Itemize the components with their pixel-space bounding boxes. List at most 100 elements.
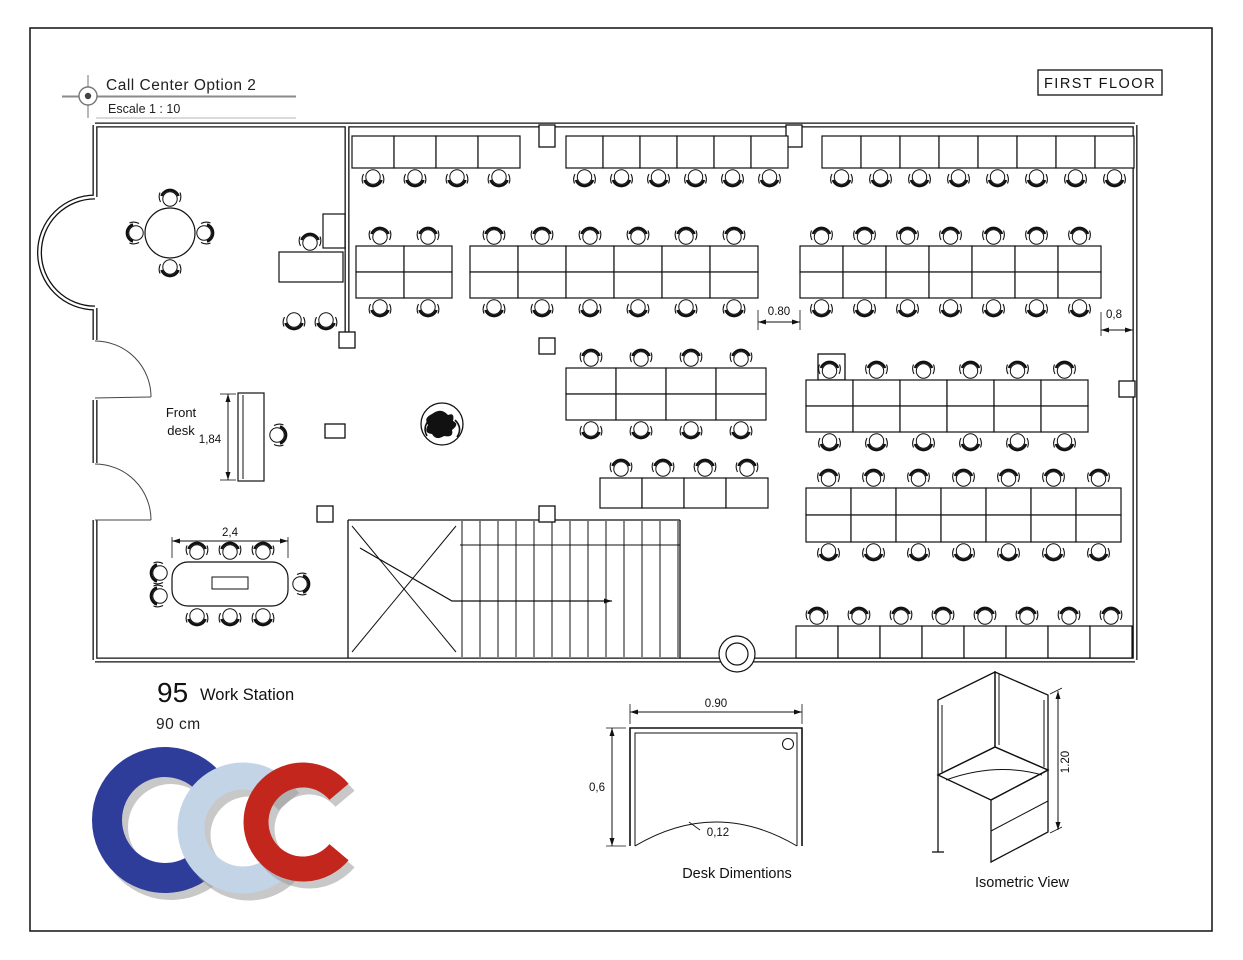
workstation-count-label: Work Station <box>200 686 294 704</box>
workstation-cluster <box>599 458 769 509</box>
right-gap-dim: 0,8 <box>1106 309 1122 321</box>
workstation-summary: 95 Work Station 90 cm <box>156 677 294 733</box>
workstation-cluster <box>795 606 1133 659</box>
cubicle-height-dim: 1.20 <box>1060 751 1072 773</box>
office-chair <box>817 543 840 562</box>
office-chair <box>445 169 469 188</box>
office-chair <box>1006 433 1029 452</box>
office-chair <box>487 169 511 188</box>
office-chair <box>973 606 997 625</box>
dimension-conference: 2,4 <box>171 527 289 558</box>
office-chair <box>368 226 392 245</box>
floor-label-frame <box>1037 69 1163 96</box>
office-chair <box>674 299 698 318</box>
office-chair <box>735 458 759 477</box>
workstation-unit: 90 cm <box>156 716 201 733</box>
office-chair <box>125 221 144 245</box>
office-chair <box>651 458 675 477</box>
office-chair <box>251 608 275 627</box>
office-chair <box>1068 299 1091 318</box>
office-chair <box>314 312 338 331</box>
office-chair <box>907 468 930 487</box>
logo-ccc <box>92 747 355 901</box>
office-chair <box>986 169 1009 188</box>
office-chair <box>1053 360 1076 379</box>
office-chair <box>579 348 603 367</box>
office-chair <box>416 226 440 245</box>
office-chair <box>830 169 853 188</box>
office-chair <box>729 348 753 367</box>
plan-title: Call Center Option 2 <box>106 77 256 94</box>
office-chair <box>674 226 698 245</box>
office-chair <box>1042 468 1065 487</box>
workstations <box>125 135 1135 659</box>
office-chair <box>292 572 311 596</box>
office-chair <box>149 561 168 585</box>
desk-cutout-arc <box>634 821 798 847</box>
front-desk-label: Front desk <box>166 405 197 438</box>
office-chair <box>1057 606 1081 625</box>
office-chair <box>610 169 633 188</box>
office-chair <box>912 360 935 379</box>
office-chair <box>626 226 650 245</box>
logo-letter-c <box>177 762 294 894</box>
office-chair <box>158 259 182 278</box>
stairs <box>347 519 681 658</box>
office-chair <box>1087 543 1110 562</box>
office-chair <box>1099 606 1123 625</box>
office-chair <box>1103 169 1126 188</box>
dimension-front-desk: 1,84 <box>199 393 236 481</box>
workstation-cluster <box>805 468 1122 562</box>
office-chair <box>810 299 833 318</box>
title-block: Call Center Option 2 Escale 1 : 10 <box>62 75 296 119</box>
office-chair <box>298 232 322 251</box>
office-chair <box>482 299 506 318</box>
office-chair <box>282 312 306 331</box>
logo-letter-c <box>243 762 349 882</box>
floor-label-box: FIRST FLOOR <box>1037 69 1163 96</box>
manager-desk <box>278 251 344 283</box>
office-chair <box>862 543 885 562</box>
conference-width-dim: 2,4 <box>222 527 239 539</box>
office-chair <box>158 188 182 207</box>
office-chair <box>1042 543 1065 562</box>
datum-center-dot <box>84 92 92 100</box>
dimension-right-gap: 0,8 <box>1100 309 1133 336</box>
office-chair <box>982 299 1005 318</box>
front-desk-label-line2: desk <box>167 423 195 438</box>
workstation-cluster <box>805 360 1089 452</box>
office-chair <box>626 299 650 318</box>
isometric-view: 1.20 Isometric View <box>932 670 1072 891</box>
office-chair <box>722 299 746 318</box>
office-chair <box>939 226 962 245</box>
office-chair <box>482 226 506 245</box>
cluster-gap-dim: 0.80 <box>768 306 790 318</box>
conference-table-inset <box>211 576 249 590</box>
front-desk-label-line1: Front <box>166 405 197 420</box>
workstation-cluster <box>799 226 1102 318</box>
office-chair <box>959 360 982 379</box>
office-chair <box>1025 299 1048 318</box>
workstation-cluster <box>351 135 521 188</box>
office-chair <box>679 421 703 440</box>
office-chair <box>1087 468 1110 487</box>
office-chair <box>896 299 919 318</box>
office-chair <box>907 543 930 562</box>
office-chair <box>218 541 242 560</box>
isometric-caption: Isometric View <box>975 875 1070 891</box>
reception-area <box>144 207 346 283</box>
office-chair <box>865 433 888 452</box>
floor-label: FIRST FLOOR <box>1044 76 1156 92</box>
office-chair <box>530 299 554 318</box>
office-chair <box>805 606 829 625</box>
sheet-border <box>29 27 1213 932</box>
office-chair <box>149 584 168 608</box>
office-chair <box>853 299 876 318</box>
office-chair <box>758 169 781 188</box>
office-chair <box>251 541 275 560</box>
office-chair <box>403 169 427 188</box>
stair-risers <box>461 521 679 657</box>
office-chair <box>609 458 633 477</box>
